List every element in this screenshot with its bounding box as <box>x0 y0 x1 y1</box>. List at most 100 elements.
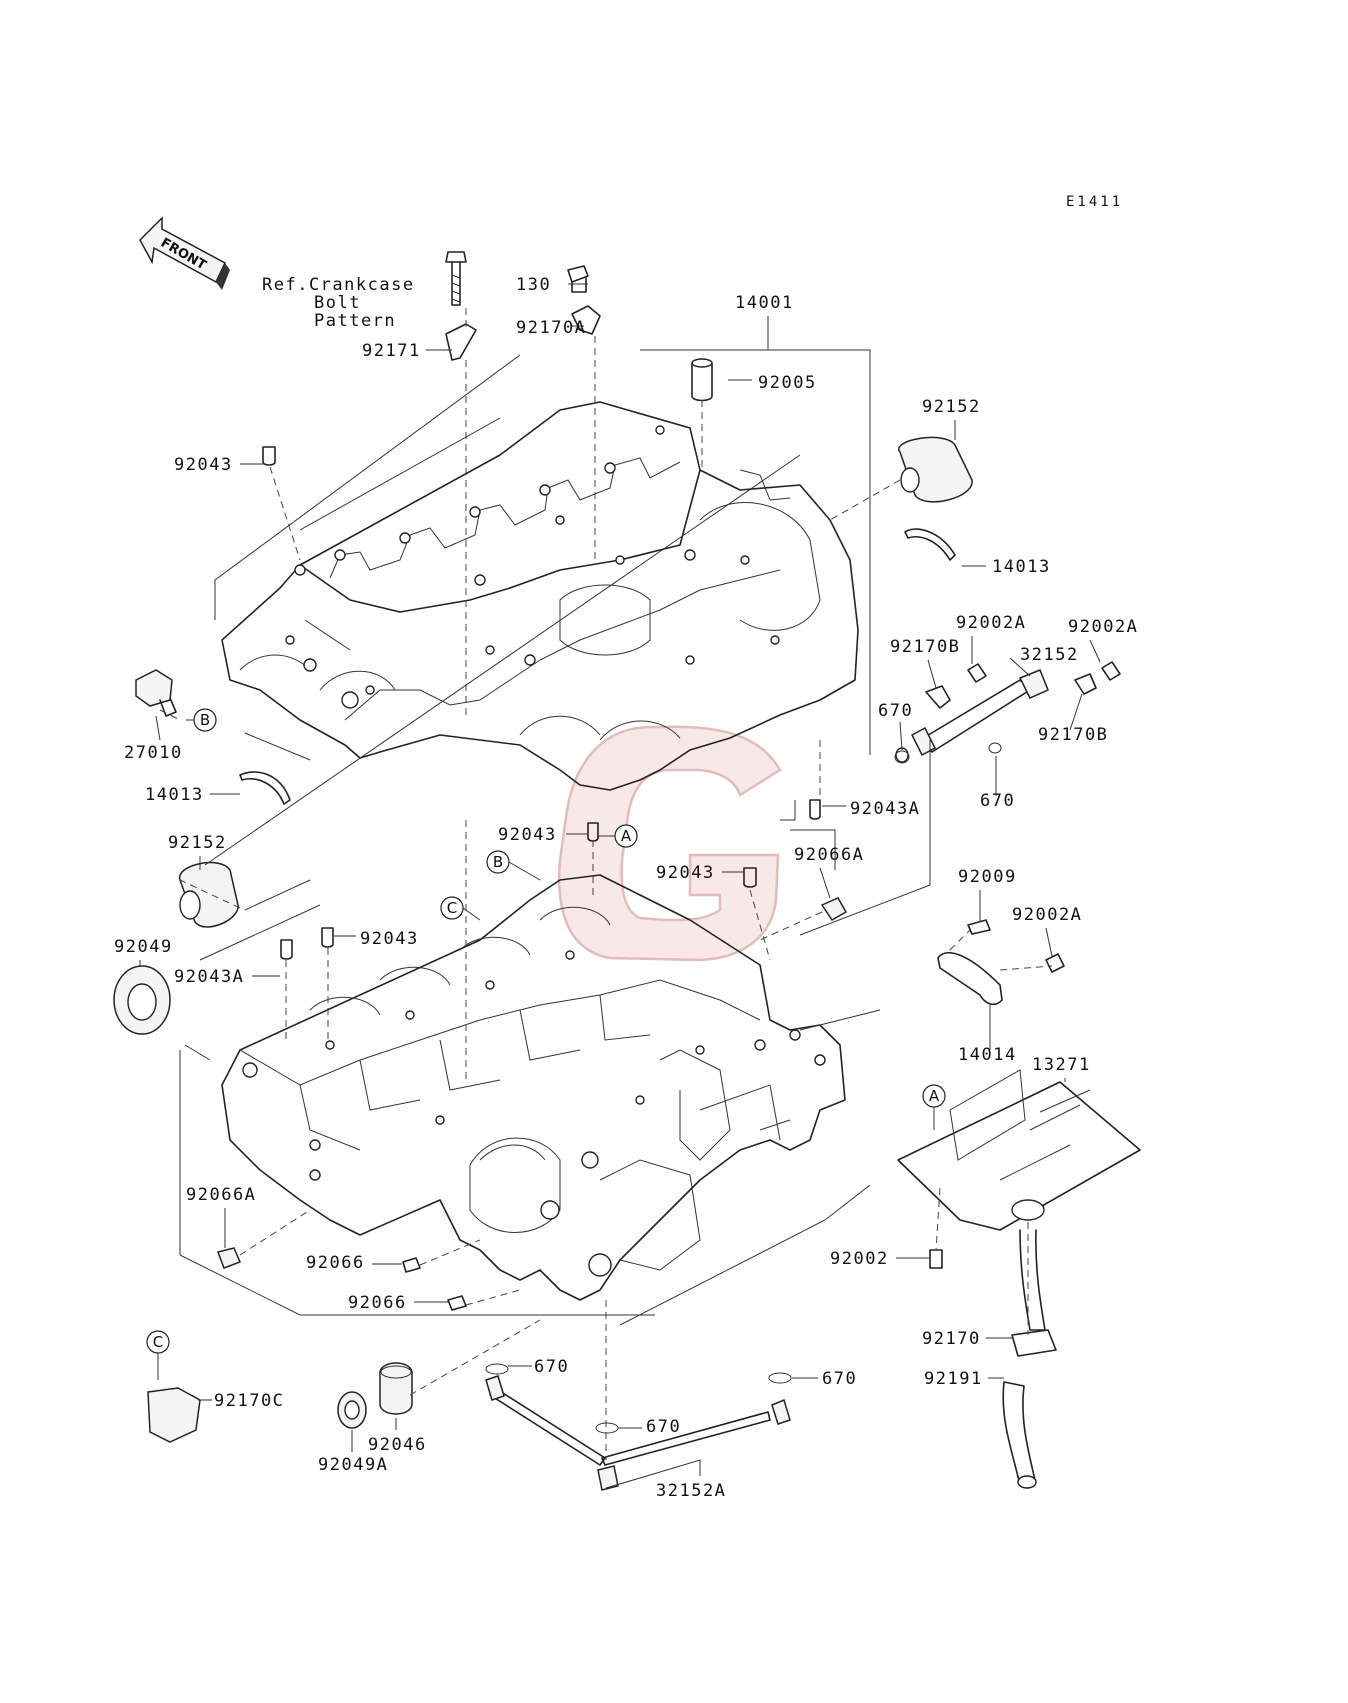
svg-text:A: A <box>621 827 632 845</box>
seal-92049A <box>337 1391 367 1429</box>
callout-c-2: C <box>146 1330 170 1354</box>
plug-92066-a <box>402 1257 421 1273</box>
clamp-92170B-left <box>925 685 951 709</box>
front-arrow-icon: FRONT <box>139 216 230 290</box>
lower-crankcase <box>221 874 846 1301</box>
dowel-92043A-right <box>809 799 821 820</box>
part-label: 92049 <box>114 937 173 957</box>
part-label: 92066A <box>186 1185 256 1205</box>
part-label: 92170B <box>1038 725 1108 745</box>
bolt-130 <box>567 265 589 293</box>
assembly-lines <box>159 308 1053 1460</box>
leader-line <box>927 659 937 689</box>
plate-14013-lower <box>239 771 291 805</box>
part-label: 32152A <box>656 1481 726 1501</box>
part-label: 92005 <box>758 373 817 393</box>
leader-line <box>1045 927 1053 957</box>
part-label: 670 <box>980 791 1015 811</box>
o-ring-670-c <box>485 1363 509 1375</box>
drawing-code: E1411 <box>1066 194 1123 210</box>
ref-note-line-3: Pattern <box>314 311 396 331</box>
part-label: 14013 <box>145 785 204 805</box>
ref-note: Ref.Crankcase Bolt Pattern <box>262 275 415 331</box>
dowel-92043-lower <box>321 927 334 948</box>
upper-crankcase <box>221 401 859 791</box>
part-label: 92043A <box>850 799 920 819</box>
part-label: 92170A <box>516 318 586 338</box>
part-label: 92170B <box>890 637 960 657</box>
part-label: 670 <box>822 1369 857 1389</box>
bolt-92002A-c <box>1045 953 1065 973</box>
callout-a-1: A <box>614 824 638 848</box>
part-label: 14014 <box>958 1045 1017 1065</box>
oil-pipe-32152A <box>485 1375 791 1491</box>
plate-14014 <box>937 952 1003 1006</box>
leader-line <box>819 867 831 899</box>
part-label: 92066 <box>306 1253 365 1273</box>
part-label: 92043 <box>656 863 715 883</box>
part-label: 92002A <box>1012 905 1082 925</box>
part-label: 13271 <box>1032 1055 1091 1075</box>
screw-92009 <box>967 919 991 935</box>
bolt-92002A-b <box>1101 661 1121 681</box>
callout-a-2: A <box>922 1084 946 1108</box>
watermark-logo <box>557 725 782 962</box>
o-ring-670-d <box>768 1372 792 1384</box>
part-label: 92002A <box>956 613 1026 633</box>
svg-text:C: C <box>153 1333 163 1351</box>
baffle-plate-13271 <box>897 1069 1141 1231</box>
bearing-92152-upper <box>898 436 973 503</box>
switch-27010 <box>135 669 177 717</box>
part-label: 92152 <box>168 833 227 853</box>
ref-note-line-1: Ref.Crankcase <box>262 275 415 295</box>
o-ring-670-a <box>894 750 910 764</box>
sleeve-92005 <box>691 358 713 402</box>
part-label: 92152 <box>922 397 981 417</box>
callout-c-1: C <box>440 896 464 920</box>
hose-92191 <box>1002 1229 1057 1489</box>
callout-circles: B A B C A C <box>146 708 946 1380</box>
part-label: 92066 <box>348 1293 407 1313</box>
part-label: 92002 <box>830 1249 889 1269</box>
svg-text:C: C <box>447 899 457 917</box>
part-label: 92171 <box>362 341 421 361</box>
o-ring-670-e <box>595 1422 619 1434</box>
leader-line <box>1089 639 1101 663</box>
part-label: 92043 <box>498 825 557 845</box>
part-labels: 13092170A1400192171920059215292043140139… <box>114 275 1138 1501</box>
dowel-92043A-lower <box>280 939 293 960</box>
plug-92066A-left <box>217 1247 241 1269</box>
clip-92170C <box>147 1387 201 1443</box>
part-label: 670 <box>646 1417 681 1437</box>
part-label: 32152 <box>1020 645 1079 665</box>
clamp-92171 <box>445 323 477 361</box>
crankcase-bolt <box>445 251 467 306</box>
part-label: 27010 <box>124 743 183 763</box>
svg-text:B: B <box>200 711 210 729</box>
leader-line <box>1009 657 1031 677</box>
part-label: 670 <box>878 701 913 721</box>
leader-line <box>1069 693 1083 731</box>
plug-92066-b <box>447 1295 467 1311</box>
part-label: 92002A <box>1068 617 1138 637</box>
bolt-92002A-a <box>967 663 987 683</box>
part-label: 92009 <box>958 867 1017 887</box>
part-label: 14013 <box>992 557 1051 577</box>
part-label: 92043 <box>360 929 419 949</box>
part-label: 92170C <box>214 1391 284 1411</box>
leader-line <box>155 715 161 741</box>
dowel-92043-top <box>262 446 276 466</box>
oil-pipe-32152 <box>895 669 1049 763</box>
clamp-92170B-right <box>1074 673 1097 695</box>
part-label: 92066A <box>794 845 864 865</box>
part-label: 92043 <box>174 455 233 475</box>
dowel-92043-center <box>587 822 599 842</box>
bolt-92002 <box>929 1249 943 1269</box>
o-ring-670-b <box>988 742 1002 754</box>
dowel-92043-right <box>743 867 757 888</box>
svg-text:A: A <box>929 1087 940 1105</box>
part-label: 92049A <box>318 1455 388 1475</box>
plate-14013-upper <box>904 528 956 561</box>
